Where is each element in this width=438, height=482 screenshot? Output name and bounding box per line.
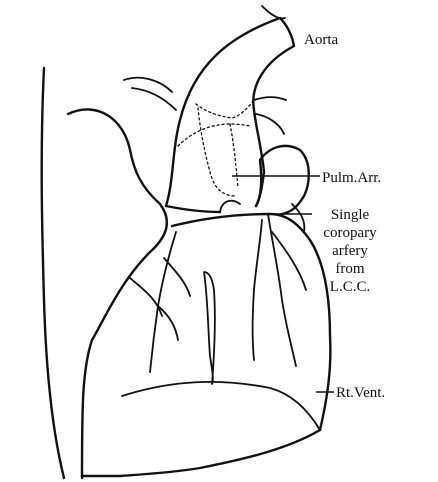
coronary-label-line-2: coropary xyxy=(318,224,382,242)
coronary-label-line-5: L.C.C. xyxy=(318,278,382,296)
aorta-outline xyxy=(166,18,294,206)
aorta-inner-line xyxy=(262,6,285,18)
coronary-label: Single coropary arfery from L.C.C. xyxy=(318,206,382,296)
rt-vent-label: Rt.Vent. xyxy=(336,384,385,402)
interventricular-groove xyxy=(122,382,320,430)
coronary-label-line-1: Single xyxy=(318,206,382,224)
left-vessel-outline xyxy=(42,68,64,478)
septal-branch xyxy=(204,272,215,384)
aorta-label: Aorta xyxy=(304,31,338,49)
aortic-branches xyxy=(124,78,286,134)
coronary-artery-branches xyxy=(130,214,306,372)
pulm-art-label: Pulm.Arr. xyxy=(322,169,381,187)
right-atrium-outline xyxy=(68,109,167,478)
coronary-label-line-4: from xyxy=(318,260,382,278)
coronary-label-line-3: arfery xyxy=(318,242,382,260)
pulmonary-artery-opening xyxy=(220,201,240,212)
aortic-valve-dotted xyxy=(178,100,254,196)
right-ventricle-outline xyxy=(82,214,330,476)
